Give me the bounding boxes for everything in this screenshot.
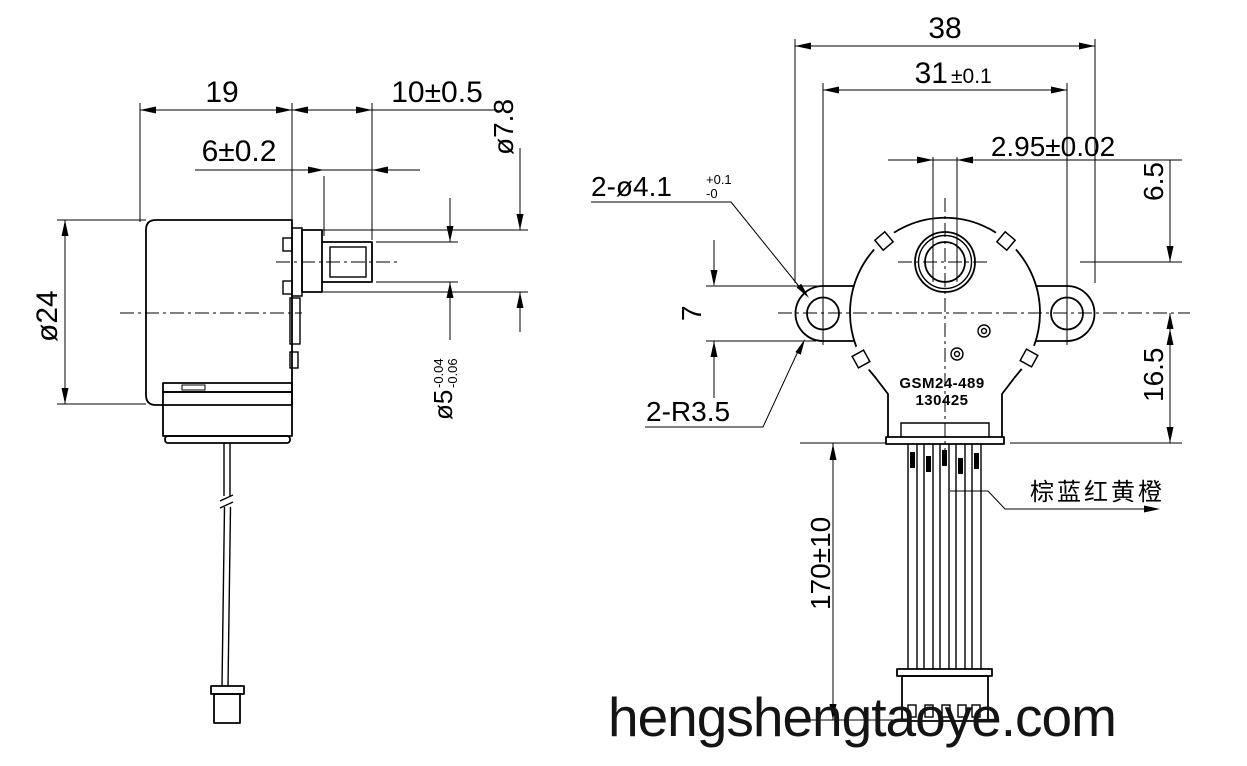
dim-flat-width-label: 2.95±0.02 [991,131,1115,162]
mounting-holes-label: 2-ø4.1 [591,171,672,202]
front-view: GSM24-489 130425 [778,198,1190,722]
shaft-boss-side [301,229,323,293]
connector-side [210,685,245,695]
watermark-text: hengshengtaoye.com [608,686,1116,748]
dim-overall-width-label: 38 [928,12,961,45]
dim-hole-spacing-label: 31 [915,57,948,90]
side-view [120,219,398,724]
dim-flat-length-label: 6±0.2 [202,135,277,168]
dim-boss-dia-label: ø7.8 [488,99,519,155]
ear-radius-label: 2-R3.5 [646,396,730,427]
right-mounting-ear [1035,285,1096,342]
dim-center-to-bottom-label: 16.5 [1138,348,1169,403]
left-mounting-ear [794,285,855,342]
dim-shaft-offset-label: 6.5 [1138,162,1169,201]
dim-body-length-label: 19 [205,76,238,109]
dim-shaft-dia-label: ø5 [428,390,458,420]
dim-shaft-tol-upper-label: -0.04 [431,358,446,388]
wire-colors-label: 棕蓝红黄橙 [1030,478,1165,506]
dim-shaft-dia-group: ø5 -0.04 -0.06 [428,358,460,420]
dim-hole-spacing-tol-label: ±0.1 [951,65,992,88]
rivet-hole [950,347,964,361]
side-view-dimensions: 19 10±0.5 6±0.2 ø7.8 ø24 ø5 -0.04 -0.06 [31,76,528,420]
dim-lead-length-label: 170±10 [805,517,836,610]
lead-wire-side [223,443,231,496]
dim-shaft-length-label: 10±0.5 [391,76,483,109]
connector-front [896,668,993,677]
mounting-holes-tol-lower-label: -0 [706,186,718,201]
rivet-hole [977,324,991,338]
motor-body-side [145,219,293,406]
model-number-label: GSM24-489 [899,375,984,392]
lead-wires-front [907,444,982,669]
dim-shaft-tol-lower-label: -0.06 [445,358,460,388]
mounting-holes-tol-upper-label: +0.1 [706,172,732,187]
front-view-dimensions: 38 31 ±0.1 2.95±0.02 6.5 16.5 7 2-ø4.1 +… [591,12,1182,721]
date-code-label: 130425 [915,392,968,409]
dim-body-dia-label: ø24 [31,290,64,342]
dim-ear-height-label: 7 [676,305,707,321]
